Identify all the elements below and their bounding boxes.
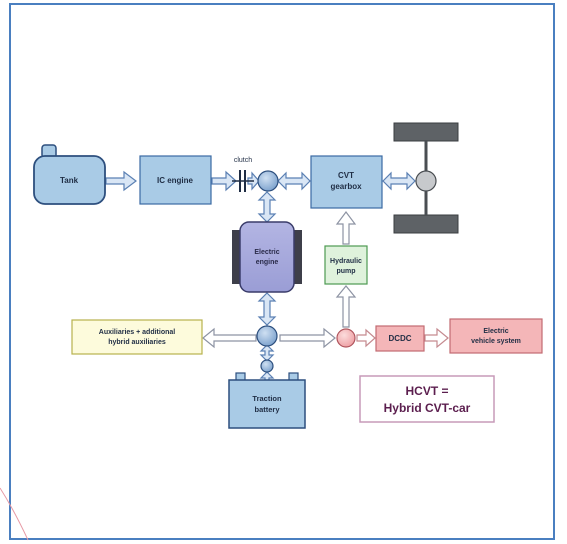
arrow-electric-to-junction [257, 292, 277, 326]
electric-label-line2: engine [256, 259, 279, 266]
legend-line1: HCVT = [405, 384, 448, 398]
arrow-junction-to-battery-junction [259, 344, 275, 362]
traction-battery-node: Traction battery [228, 372, 306, 429]
hydraulic-label-line2: pump [336, 268, 355, 275]
arrow-junction-to-aux [202, 327, 257, 349]
ev-label-line2: vehicle system [471, 338, 521, 345]
legend-line2: Hybrid CVT-car [384, 401, 471, 415]
electric-engine-node: Electric engine [232, 221, 302, 293]
arrow-hydraulic-to-cvt [335, 211, 357, 245]
ic-engine-node: IC engine [139, 155, 212, 205]
arrow-junction-to-pink [279, 327, 336, 349]
arrow-ic-to-clutch [211, 170, 237, 192]
clutch-label: clutch [234, 157, 252, 164]
battery-label-line1: Traction [252, 394, 282, 403]
cvt-gearbox-node: CVT gearbox [310, 155, 383, 209]
hcvt-legend: HCVT = Hybrid CVT-car [359, 375, 495, 423]
junction-upper [257, 170, 279, 192]
arrow-pink-to-hydraulic [335, 285, 357, 328]
decorative-curve [0, 487, 29, 541]
clutch-node: clutch [232, 157, 254, 192]
junction-pink [336, 328, 356, 348]
tank-label: Tank [60, 176, 79, 185]
differential [415, 170, 437, 192]
dcdc-node: DCDC [375, 325, 425, 352]
tank-node: Tank [33, 144, 106, 205]
electric-label-line1: Electric [254, 249, 279, 256]
ev-label-line1: Electric [483, 328, 508, 335]
arrow-pink-to-dcdc [356, 328, 376, 348]
ic-engine-label: IC engine [157, 176, 194, 185]
dcdc-label: DCDC [388, 334, 411, 343]
aux-label-line2: hybrid auxiliaries [108, 339, 166, 346]
axle-wheels [393, 122, 459, 234]
arrow-tank-to-ic [105, 170, 137, 192]
cvt-label-line2: gearbox [330, 182, 362, 191]
auxiliaries-node: Auxiliaries + additional hybrid auxiliar… [71, 319, 203, 355]
hydraulic-label-line1: Hydraulic [330, 258, 362, 265]
ev-system-node: Electric vehicle system [449, 318, 543, 354]
arrow-dcdc-to-ev [424, 327, 449, 349]
arrow-junction-to-electric [257, 191, 277, 223]
cvt-label-line1: CVT [338, 171, 354, 180]
hydraulic-pump-node: Hydraulic pump [324, 245, 368, 285]
junction-lower [260, 359, 274, 373]
arrow-junction-to-cvt [277, 171, 311, 191]
battery-label-line2: battery [254, 405, 280, 414]
aux-label-line1: Auxiliaries + additional [99, 329, 175, 336]
arrow-cvt-to-axle [382, 171, 416, 191]
junction-middle [256, 325, 278, 347]
